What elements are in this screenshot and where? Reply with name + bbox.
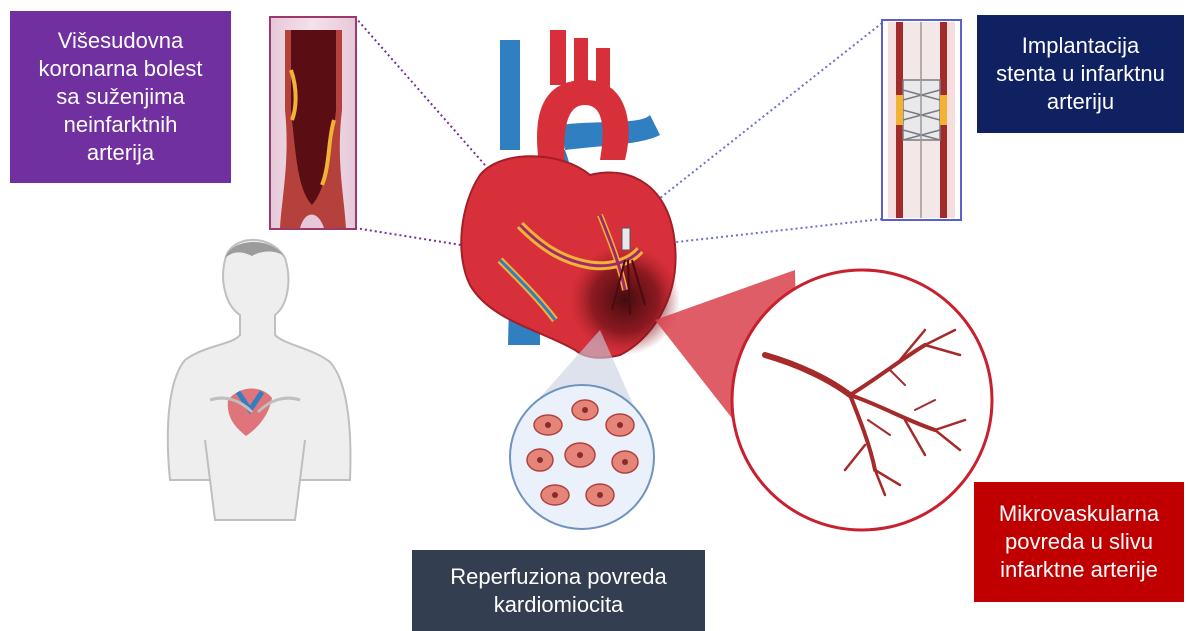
- cardiomyocyte-tissue-icon: [510, 385, 654, 529]
- connector-upper-right: [626, 23, 882, 225]
- microvascular-injury-text: Mikrovaskularna povreda u slivu infarktn…: [999, 500, 1159, 584]
- microvessel-tree-icon: [732, 270, 992, 530]
- human-torso-icon: [168, 240, 351, 520]
- narrowed-artery-icon: [270, 17, 356, 229]
- stent-implantation-label: Implantacija stenta u infarktnu arteriju: [977, 15, 1184, 133]
- multivessel-disease-text: Višesudovna koronarna bolest sa suženjim…: [39, 27, 203, 167]
- stent-implantation-text: Implantacija stenta u infarktnu arteriju: [996, 32, 1165, 116]
- reperfusion-injury-label: Reperfuziona povreda kardiomiocita: [412, 550, 705, 631]
- microvascular-injury-label: Mikrovaskularna povreda u slivu infarktn…: [974, 482, 1184, 602]
- stented-artery-icon: [882, 20, 961, 220]
- heart-anatomy-icon: [461, 30, 680, 358]
- multivessel-disease-label: Višesudovna koronarna bolest sa suženjim…: [10, 11, 231, 183]
- reperfusion-injury-text: Reperfuziona povreda kardiomiocita: [450, 563, 666, 619]
